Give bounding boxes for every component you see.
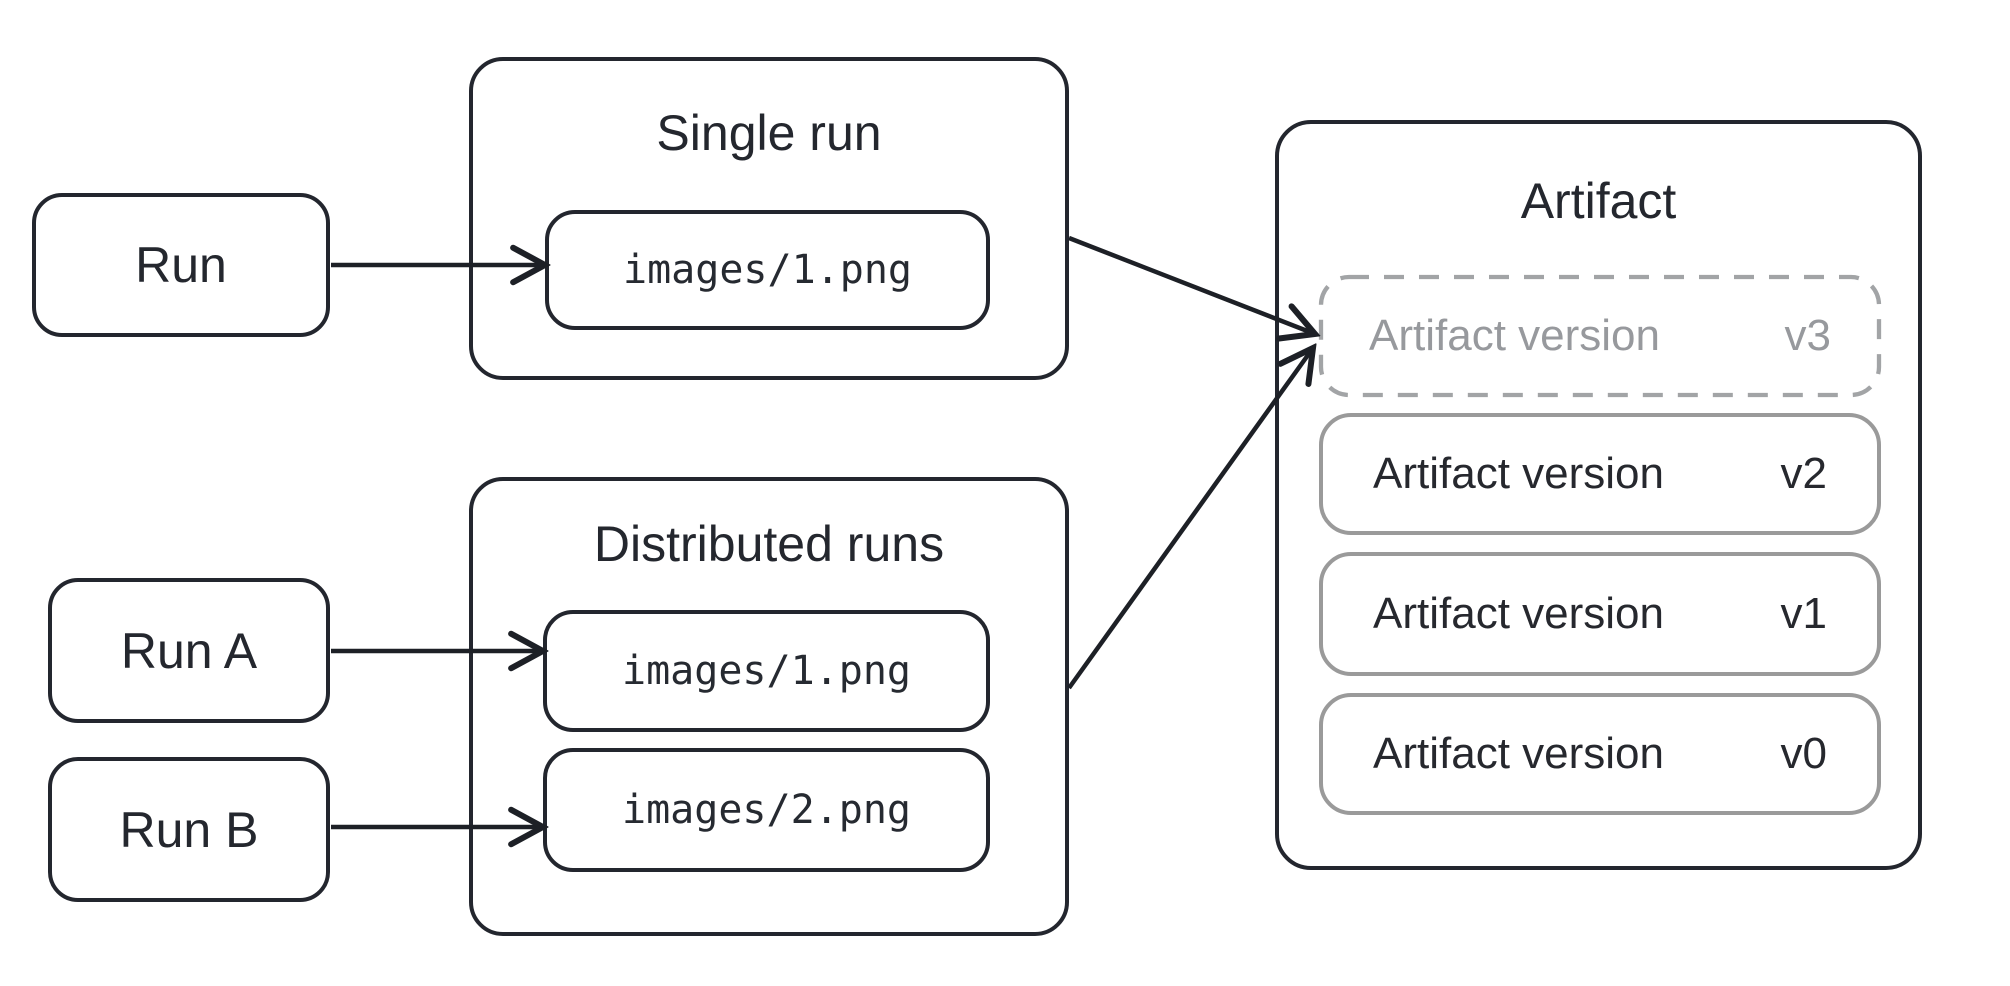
- artifact-version-v0-label: Artifact version: [1373, 729, 1664, 778]
- artifact-version-v1-label: Artifact version: [1373, 589, 1664, 638]
- artifact-version-v1-node: Artifact version v1: [1319, 552, 1881, 676]
- artifact-version-v0-node: Artifact version v0: [1319, 693, 1881, 815]
- file-node-single-images-1: images/1.png: [545, 210, 990, 330]
- run-b-node: Run B: [48, 757, 330, 902]
- run-node: Run: [32, 193, 330, 337]
- run-a-node: Run A: [48, 578, 330, 723]
- file-node-distributed-images-2: images/2.png: [543, 748, 990, 872]
- artifact-version-v3-value: v3: [1784, 311, 1831, 360]
- artifact-version-v3-node: Artifact version v3: [1319, 275, 1881, 397]
- file-node-distributed-images-1: images/1.png: [543, 610, 990, 732]
- artifact-version-v3-label: Artifact version: [1369, 311, 1660, 360]
- artifact-version-v0-value: v0: [1780, 729, 1827, 778]
- artifact-version-v1-value: v1: [1780, 589, 1827, 638]
- artifact-version-v2-label: Artifact version: [1373, 449, 1664, 498]
- artifact-version-v2-value: v2: [1780, 449, 1827, 498]
- artifact-version-v2-node: Artifact version v2: [1319, 413, 1881, 535]
